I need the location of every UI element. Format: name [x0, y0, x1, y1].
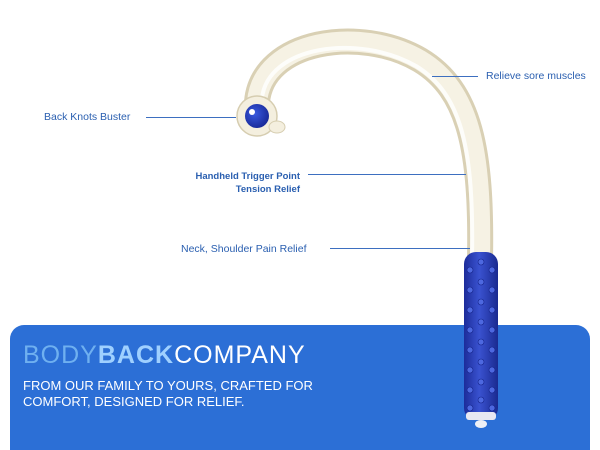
callout-line-neck: [330, 248, 470, 249]
callout-back-knots-buster: Back Knots Buster: [44, 111, 131, 123]
tagline: FROM OUR FAMILY TO YOURS, CRAFTED FOR CO…: [23, 378, 343, 410]
brand-part-back: BACK: [97, 341, 175, 369]
callout-neck-shoulder-pain-relief: Neck, Shoulder Pain Relief: [181, 243, 307, 255]
callout-line-relieve: [432, 76, 478, 77]
callout-handheld-line2: Tension Relief: [235, 184, 300, 195]
tagline-line2: COMFORT, DESIGNED FOR RELIEF.: [23, 394, 245, 409]
brand-part-body: BODY: [23, 341, 98, 369]
brand-part-company: COMPANY: [174, 341, 306, 369]
callout-handheld-line1: Handheld Trigger Point: [195, 171, 300, 182]
callout-relieve-sore-muscles: Relieve sore muscles: [486, 70, 586, 82]
brand-logo: BODYBACKCOMPANY: [23, 340, 306, 370]
callout-line-knots: [146, 117, 236, 118]
callout-line-handheld: [308, 174, 466, 175]
callout-handheld-trigger-point: Handheld Trigger Point Tension Relief: [180, 170, 300, 196]
tagline-line1: FROM OUR FAMILY TO YOURS, CRAFTED FOR: [23, 378, 313, 393]
